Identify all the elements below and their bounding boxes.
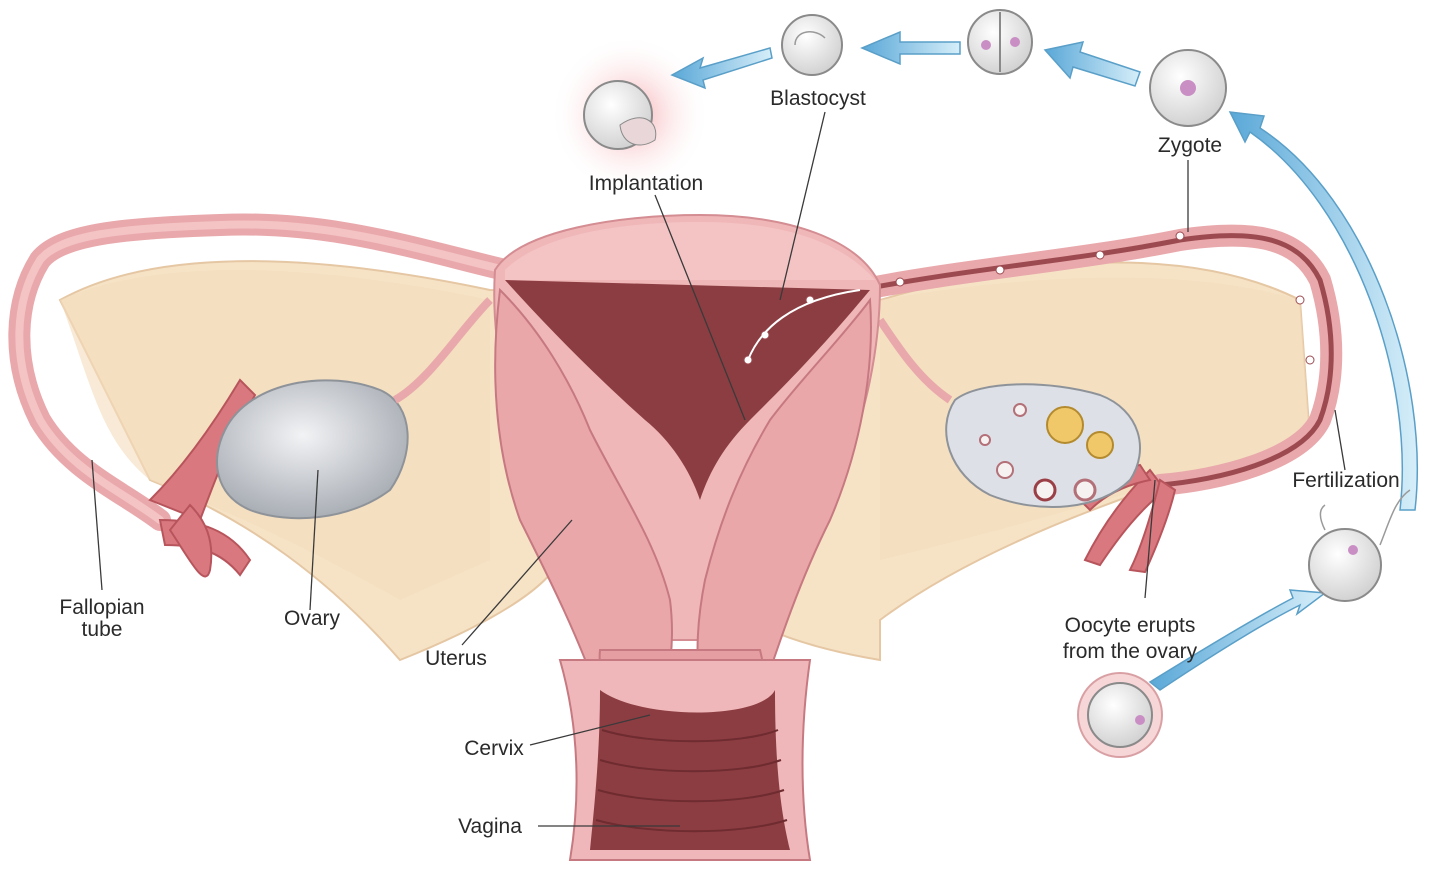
label-cervix: Cervix (464, 737, 524, 760)
leader-cervix (529, 714, 651, 746)
arrow-to-blastocyst (860, 30, 961, 66)
label-oocyte-erupts: Oocyte erupts from the ovary (1063, 615, 1197, 663)
label-fallopian-tube-line1: Fallopian (59, 596, 145, 619)
arrow-fertilization-to-zygote (1228, 111, 1419, 511)
right-ovarian-ligament (876, 317, 953, 404)
leader-fallopian-tube (91, 459, 103, 591)
label-blastocyst: Blastocyst (770, 87, 866, 110)
leader-lines (91, 111, 1346, 827)
cell-two-cell-stage (967, 9, 1033, 75)
leader-blastocyst (779, 111, 826, 301)
left-fimbriae (148, 378, 257, 578)
label-oocyte-line2: from the ovary (1062, 640, 1198, 663)
leader-fertilization (1334, 409, 1346, 471)
arrow-oocyte-to-fertilization (1148, 589, 1328, 691)
label-fertilization: Fertilization (1292, 469, 1400, 492)
label-vagina: Vagina (458, 815, 522, 838)
vaginal-canal (590, 690, 790, 850)
leader-uterus (461, 519, 573, 646)
cell-fertilized-oocyte (1308, 489, 1411, 602)
uterine-cavity (505, 280, 870, 500)
cell-blastocyst (781, 14, 843, 76)
cell-implantation-stage (583, 80, 657, 150)
label-uterus: Uterus (425, 647, 487, 670)
arrow-to-two-cell (1043, 41, 1141, 87)
leader-oocyte (1144, 479, 1156, 599)
ovum-path (747, 289, 861, 361)
left-ovarian-ligament (392, 297, 493, 404)
label-fallopian-tube-line2: tube (81, 618, 123, 641)
label-zygote: Zygote (1157, 134, 1223, 157)
cell-released-oocyte (1077, 672, 1163, 758)
label-ovary: Ovary (283, 607, 341, 630)
right-ovary (945, 383, 1141, 508)
arrow-to-implantation (670, 47, 773, 90)
vaginal-rugae (595, 729, 788, 833)
development-arrows (670, 30, 1419, 691)
label-implantation: Implantation (588, 172, 704, 195)
left-ovary (216, 379, 409, 520)
leader-ovary (309, 469, 319, 611)
label-fallopian-tube: Fallopian tube (59, 597, 144, 641)
uterus-fundus (505, 222, 875, 280)
leader-implantation (654, 194, 746, 421)
label-oocyte-line1: Oocyte erupts (1064, 614, 1196, 637)
cell-zygote (1149, 49, 1227, 127)
